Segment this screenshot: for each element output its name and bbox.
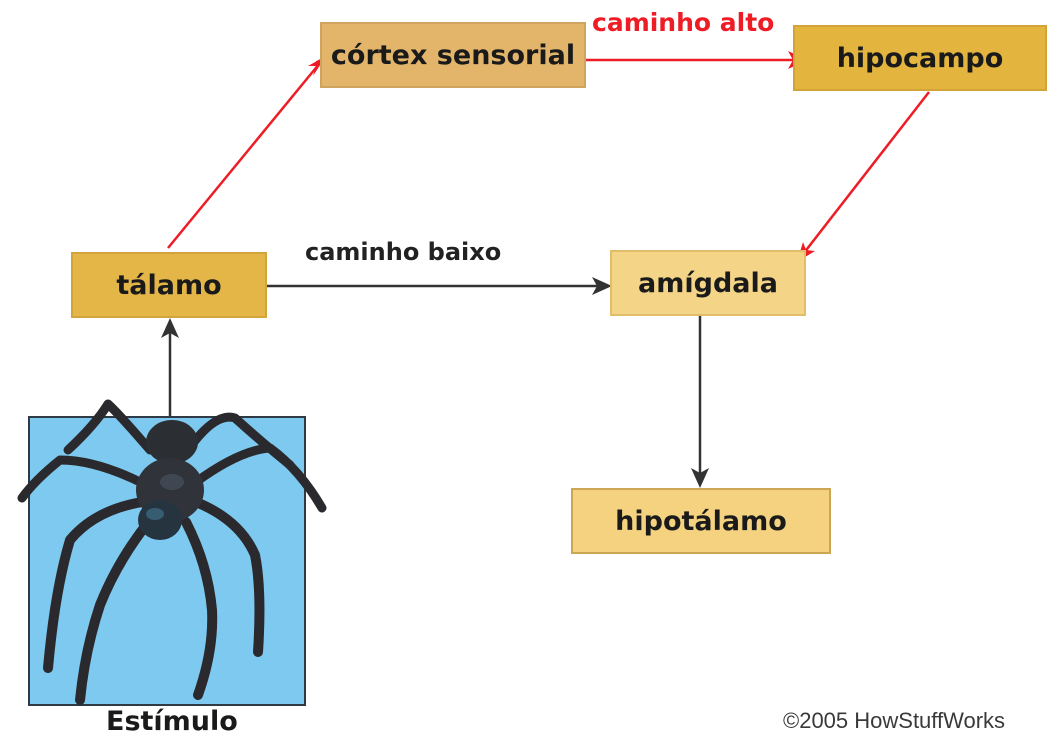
node-hipotalamo: hipotálamo: [571, 488, 831, 554]
label-caminho-alto: caminho alto: [592, 8, 774, 37]
label-caminho-baixo: caminho baixo: [305, 238, 501, 266]
arrow-hipocampo-to-amigdala: [800, 92, 929, 258]
copyright-notice: ©2005 HowStuffWorks: [783, 708, 1005, 734]
spider-abdomen: [146, 420, 198, 464]
node-cortex-sensorial: córtex sensorial: [320, 22, 586, 88]
spider-icon: [0, 390, 330, 720]
node-talamo: tálamo: [71, 252, 267, 318]
arrow-talamo-to-cortex: [168, 58, 324, 248]
stimulus-label: Estímulo: [106, 706, 238, 737]
node-hipocampo: hipocampo: [793, 25, 1047, 91]
spider-head: [138, 500, 182, 540]
node-amigdala: amígdala: [610, 250, 806, 316]
